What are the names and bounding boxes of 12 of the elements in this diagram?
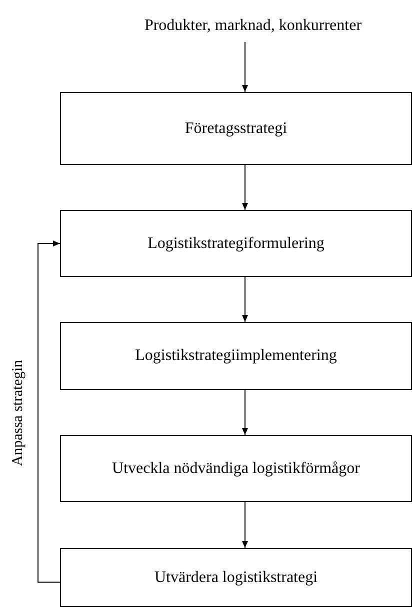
process-box: Företagsstrategi xyxy=(60,92,412,165)
process-box: Logistikstrategiformulering xyxy=(60,210,412,277)
arrow xyxy=(242,276,248,322)
process-box: Utvärdera logistikstrategi xyxy=(60,548,412,607)
process-box: Logistikstrategiimplementering xyxy=(60,322,412,390)
input-text: Produkter, marknad, konkurrenter xyxy=(95,10,411,42)
arrow xyxy=(242,164,248,210)
arrow xyxy=(38,240,60,583)
arrow xyxy=(242,390,248,436)
process-box: Utveckla nödvändiga logistikförmågor xyxy=(60,435,412,502)
arrow xyxy=(242,502,248,548)
arrow xyxy=(242,42,248,92)
